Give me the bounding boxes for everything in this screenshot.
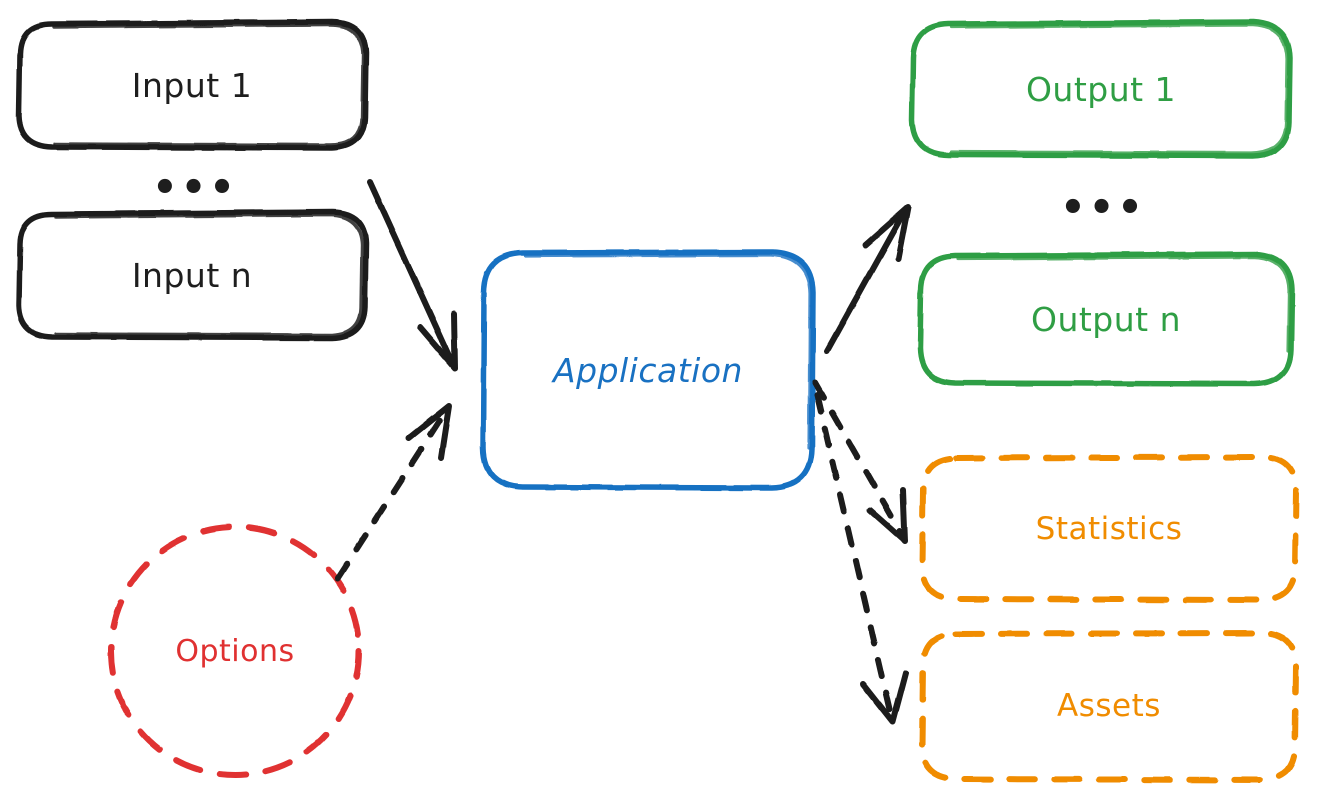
inputs-ellipsis: ••• bbox=[152, 165, 238, 211]
node-input-n[interactable] bbox=[16, 209, 369, 341]
edge-application-to-assets bbox=[814, 392, 909, 725]
node-input-1[interactable] bbox=[16, 19, 369, 151]
node-options[interactable] bbox=[108, 524, 362, 778]
node-output-n[interactable] bbox=[917, 251, 1295, 387]
node-statistics[interactable] bbox=[919, 454, 1299, 603]
node-assets[interactable] bbox=[919, 630, 1299, 783]
outputs-ellipsis: ••• bbox=[1060, 185, 1146, 231]
node-output-1[interactable] bbox=[909, 19, 1293, 159]
edge-application-to-statistics bbox=[812, 380, 908, 544]
edge-application-to-outputs bbox=[824, 204, 911, 354]
edge-options-to-application bbox=[335, 403, 452, 581]
node-application[interactable] bbox=[480, 249, 816, 491]
edge-inputs-to-application bbox=[367, 179, 458, 371]
